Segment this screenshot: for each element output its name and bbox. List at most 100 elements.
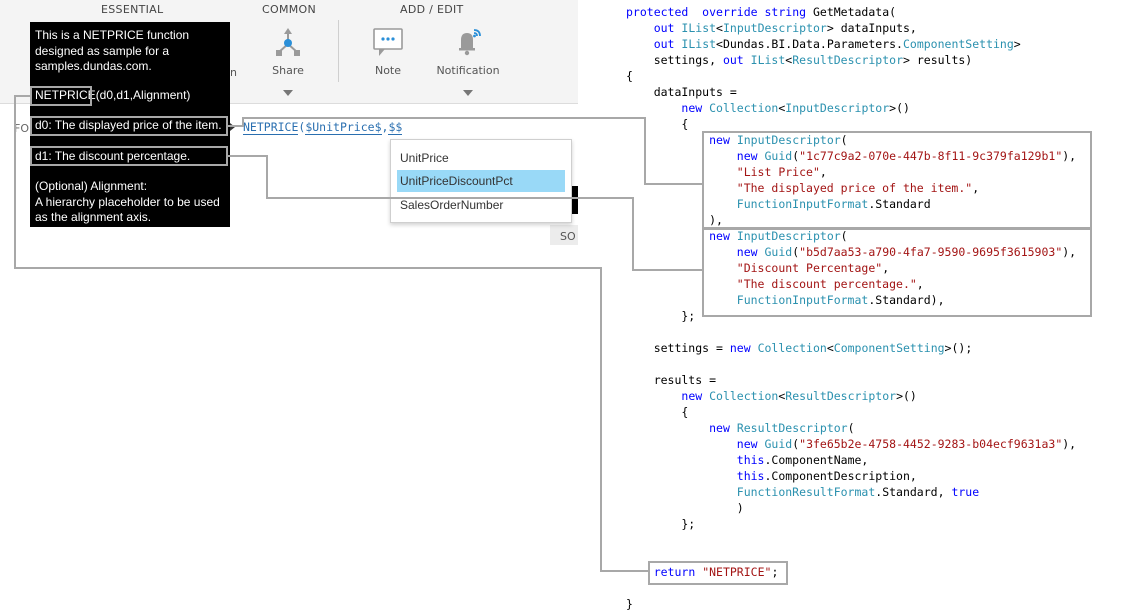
code-token: true <box>951 485 980 499</box>
code-token: .Standard <box>868 197 931 211</box>
tooltip-optional-line: as the alignment axis. <box>35 210 152 224</box>
code-token: protected <box>626 5 689 19</box>
code-token: new <box>736 149 758 163</box>
formula-input[interactable]: NETPRICE($UnitPrice$,$$ <box>243 120 403 135</box>
code-token: .ComponentName, <box>764 453 869 467</box>
tooltip-signature-params: (d0,d1,Alignment) <box>95 88 191 102</box>
code-token: >(); <box>944 341 973 355</box>
autocomplete-dropdown: UnitPrice UnitPriceDiscountPct SalesOrde… <box>390 139 572 223</box>
tooltip-param-d0: d0: The displayed price of the item. <box>35 118 222 132</box>
code-token: this <box>736 469 765 483</box>
code-line: new Guid("1c77c9a2-070e-447b-8f11-9c379f… <box>626 148 1076 164</box>
autocomplete-item-unitpricediscountpct[interactable]: UnitPriceDiscountPct <box>397 170 565 192</box>
formula-label: FO <box>14 122 29 135</box>
code-token: { <box>626 405 689 419</box>
code-token: ( <box>847 421 855 435</box>
code-token: < <box>826 341 834 355</box>
code-token: InputDescriptor <box>736 229 841 243</box>
partial-button-label: n <box>230 66 237 79</box>
code-token: , <box>916 277 924 291</box>
code-token: "NETPRICE" <box>702 565 772 579</box>
code-token: out <box>653 21 675 35</box>
notification-button[interactable]: Notification <box>433 26 503 77</box>
code-token: InputDescriptor <box>722 21 827 35</box>
code-token: ComponentSetting <box>833 341 945 355</box>
code-token: "The displayed price of the item." <box>736 181 973 195</box>
code-line: new ResultDescriptor( <box>626 420 1076 436</box>
code-token: settings, <box>626 53 723 67</box>
share-button[interactable]: Share <box>253 26 323 77</box>
autocomplete-item-salesordernumber[interactable]: SalesOrderNumber <box>400 198 504 212</box>
code-token: <Dundas.BI.Data.Parameters. <box>716 37 903 51</box>
code-token: new <box>729 341 751 355</box>
code-line: new InputDescriptor( <box>626 132 1076 148</box>
tooltip-param-d1: d1: The discount percentage. <box>35 149 191 163</box>
code-line: out IList<Dundas.BI.Data.Parameters.Comp… <box>626 36 1076 52</box>
code-token: ( <box>840 229 848 243</box>
code-line: this.ComponentDescription, <box>626 468 1076 484</box>
share-icon <box>276 28 300 56</box>
code-token: .ComponentDescription, <box>764 469 917 483</box>
highlight-box-param-d0 <box>30 116 228 136</box>
code-token: ResultDescriptor <box>792 53 903 67</box>
code-token: ResultDescriptor <box>785 389 897 403</box>
tooltip-optional-line: (Optional) Alignment: <box>35 179 148 193</box>
code-line: new Collection<ResultDescriptor>() <box>626 388 1076 404</box>
code-token: out <box>722 53 744 67</box>
code-line: settings = new Collection<ComponentSetti… <box>626 340 1076 356</box>
code-token: { <box>626 117 689 131</box>
code-line: new InputDescriptor( <box>626 228 1076 244</box>
autocomplete-item-unitprice[interactable]: UnitPrice <box>400 151 449 165</box>
share-chevron-down-icon[interactable] <box>283 90 293 96</box>
code-token: }; <box>626 309 696 323</box>
code-token: ComponentSetting <box>902 37 1014 51</box>
notification-chevron-down-icon[interactable] <box>463 90 473 96</box>
code-token: < <box>785 53 793 67</box>
ribbon-group-essential: ESSENTIAL <box>101 3 164 16</box>
code-line: ) <box>626 500 1076 516</box>
code-token: < <box>778 101 786 115</box>
code-token: "b5d7aa53-a790-4fa7-9590-9695f3615903" <box>799 245 1063 259</box>
code-line: { <box>626 404 1076 420</box>
highlight-box-param-d1 <box>30 146 228 166</box>
code-line: settings, out IList<ResultDescriptor> re… <box>626 52 1076 68</box>
code-line: "Discount Percentage", <box>626 260 1076 276</box>
bell-icon <box>459 29 481 56</box>
note-icon <box>373 28 403 56</box>
notification-button-label: Notification <box>436 64 500 77</box>
code-token: FunctionInputFormat <box>736 197 869 211</box>
code-line: new Guid("3fe65b2e-4758-4452-9283-b04ecf… <box>626 436 1076 452</box>
note-button[interactable]: Note <box>353 26 423 77</box>
code-token: >() <box>896 389 917 403</box>
highlight-box-netprice <box>30 86 92 106</box>
code-token: , <box>882 261 890 275</box>
code-token: ( <box>792 149 800 163</box>
formula-open-paren: ( <box>298 120 306 134</box>
code-token: "1c77c9a2-070e-447b-8f11-9c379fa129b1" <box>799 149 1063 163</box>
code-line: new Collection<InputDescriptor>() <box>626 100 1076 116</box>
tooltip-description-line: samples.dundas.com. <box>35 59 152 73</box>
code-token: new <box>736 437 758 451</box>
code-line: { <box>626 116 1076 132</box>
code-token: ( <box>840 133 848 147</box>
connector-d0-descriptor <box>228 117 702 185</box>
code-token: { <box>626 69 633 83</box>
code-token: IList <box>750 53 786 67</box>
code-line: }; <box>626 516 1076 532</box>
code-token: , <box>819 165 827 179</box>
code-token: > results) <box>903 53 973 67</box>
ribbon-group-add-edit: ADD / EDIT <box>400 3 464 16</box>
code-line: "The displayed price of the item.", <box>626 180 1076 196</box>
highlight-box-return <box>648 561 788 585</box>
share-button-label: Share <box>272 64 304 77</box>
code-token: new <box>709 133 730 147</box>
code-token: return <box>653 565 696 579</box>
ribbon-separator <box>338 20 339 82</box>
code-token: new <box>681 389 703 403</box>
code-line: new Guid("b5d7aa53-a790-4fa7-9590-9695f3… <box>626 244 1076 260</box>
code-token: > dataInputs, <box>826 21 917 35</box>
highlight-box-input-descriptor-2 <box>702 228 1092 317</box>
code-listing: protected override string GetMetadata( o… <box>626 4 1076 612</box>
code-token: Guid <box>764 245 793 259</box>
